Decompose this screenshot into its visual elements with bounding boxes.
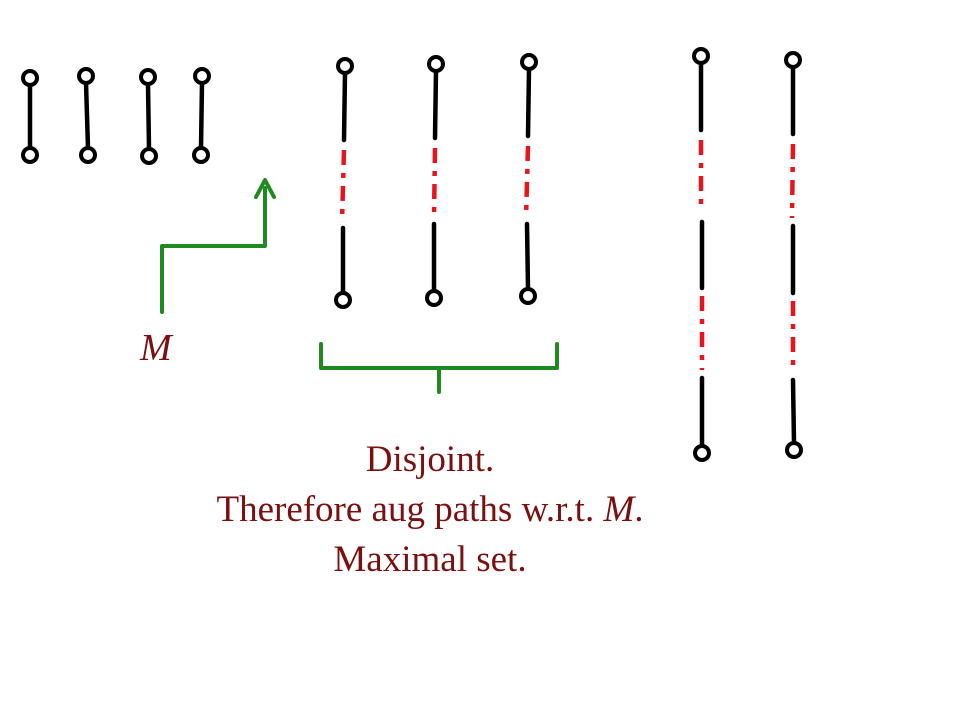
- solid-edge: [83, 80, 91, 151]
- vertex: [784, 51, 802, 69]
- matching-m-edges: [21, 67, 211, 165]
- vertex: [425, 289, 443, 307]
- matched-edge: [139, 68, 158, 165]
- vertex: [193, 67, 211, 85]
- matched-edge: [21, 69, 39, 164]
- solid-edge: [790, 377, 797, 446]
- vertex: [21, 146, 39, 164]
- vertex: [785, 441, 803, 459]
- matched-edge: [192, 67, 211, 164]
- m-pointer-arrow: [160, 178, 276, 314]
- arrowhead: [254, 178, 276, 199]
- augmenting-path: [425, 55, 445, 307]
- matched-edge: [77, 67, 97, 164]
- vertex: [79, 146, 97, 164]
- solid-edge: [432, 68, 439, 141]
- dashed-edge: [523, 145, 531, 219]
- augmenting-path: [334, 57, 354, 309]
- solid-edge: [341, 70, 348, 143]
- caption-line-3: Maximal set.: [333, 539, 527, 580]
- dashed-edge: [431, 147, 438, 219]
- augmenting-path: [692, 47, 711, 462]
- augmenting-path-group: [334, 53, 538, 309]
- vertex: [140, 147, 158, 165]
- caption-line-2-text: Therefore aug paths w.r.t.: [216, 489, 604, 530]
- vertex: [519, 287, 537, 305]
- vertex: [520, 53, 538, 71]
- vertex: [336, 57, 354, 75]
- vertex: [427, 55, 445, 73]
- augmenting-path: [519, 53, 538, 305]
- vertex: [693, 444, 711, 462]
- vertex: [192, 146, 210, 164]
- solid-edge: [525, 66, 532, 139]
- long-augmenting-paths: [692, 47, 803, 462]
- caption-line-2: Therefore aug paths w.r.t. M.: [0, 488, 860, 532]
- vertex: [334, 291, 352, 309]
- caption-line-1: Disjoint.: [365, 439, 495, 480]
- vertex: [692, 47, 710, 65]
- matching-label: M: [140, 327, 172, 369]
- vertex: [21, 69, 39, 87]
- solid-edge: [198, 80, 205, 151]
- solid-edge: [145, 81, 152, 152]
- augmenting-path: [784, 51, 803, 459]
- arrow-path: [160, 186, 267, 314]
- dashed-edge: [339, 149, 347, 223]
- caption-line-2-period: .: [634, 489, 644, 530]
- dashed-edge: [789, 143, 796, 219]
- vertex: [77, 67, 95, 85]
- solid-edge: [524, 221, 531, 292]
- vertex: [139, 68, 157, 86]
- grouping-brace: [319, 342, 559, 394]
- caption-matching-symbol: M: [603, 489, 635, 530]
